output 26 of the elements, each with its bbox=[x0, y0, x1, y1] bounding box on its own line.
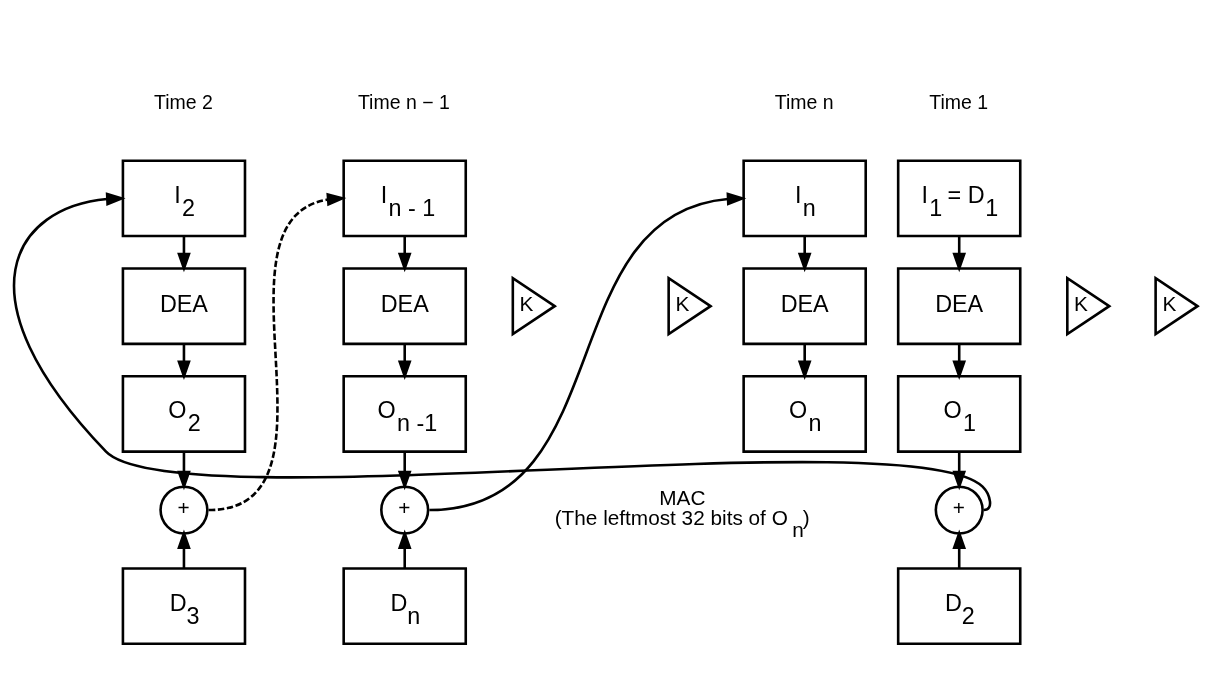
arrow bbox=[429, 192, 747, 512]
arrow bbox=[952, 344, 967, 380]
arrow bbox=[177, 451, 191, 491]
node-box: DEA bbox=[342, 267, 468, 346]
label: MAC bbox=[659, 485, 706, 509]
arrow bbox=[952, 529, 967, 569]
node-label: Time 2 bbox=[154, 91, 213, 114]
arrow bbox=[13, 192, 991, 511]
arrow bbox=[177, 529, 191, 569]
node-box: DEA bbox=[742, 267, 867, 346]
node-label: Time 1 bbox=[929, 91, 989, 114]
node-label: Time n bbox=[774, 91, 834, 114]
node-circle: + bbox=[159, 485, 209, 535]
arrow bbox=[797, 236, 812, 273]
node-box: DEA bbox=[896, 267, 1022, 346]
node-box: DEA bbox=[121, 267, 247, 346]
arrow bbox=[397, 344, 412, 380]
node-label: Time n − 1 bbox=[357, 91, 450, 114]
node-circle: + bbox=[934, 485, 984, 535]
node-circle: + bbox=[380, 485, 430, 535]
arrow bbox=[397, 529, 412, 569]
arrow bbox=[952, 236, 967, 273]
arrow bbox=[397, 451, 412, 491]
arrow bbox=[208, 192, 347, 512]
arrow bbox=[397, 236, 412, 273]
arrow bbox=[797, 344, 812, 380]
